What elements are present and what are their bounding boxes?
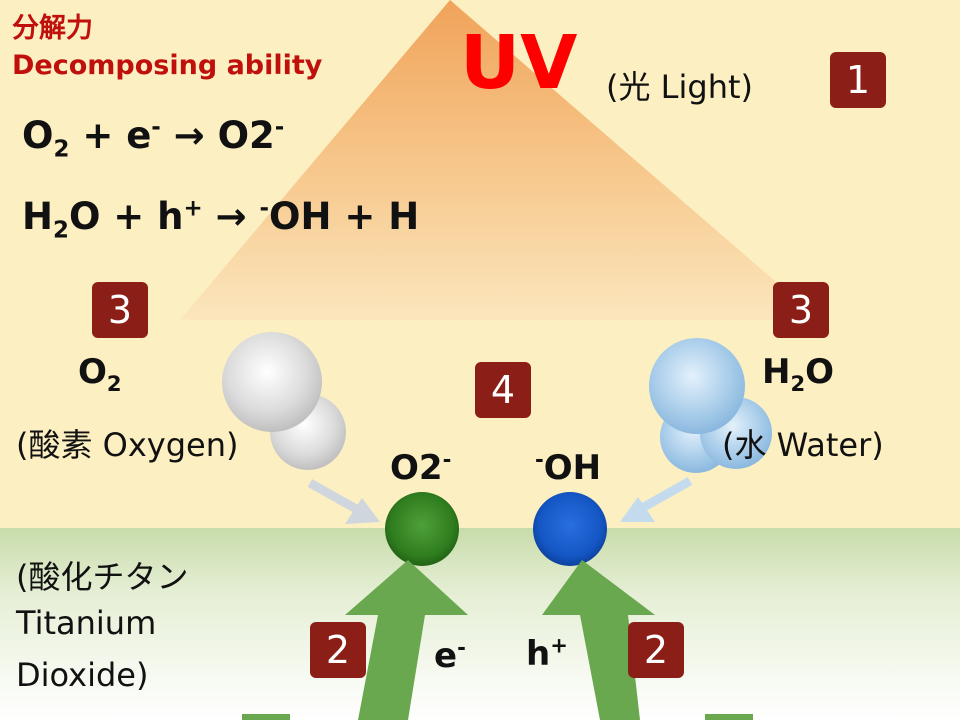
titanium-dioxide-layer [0, 528, 960, 720]
badge-reaction: 4 [475, 362, 531, 418]
substrate-caption-line1: (酸化チタン [16, 558, 189, 596]
uv-label: UV [460, 20, 578, 106]
hole-label: h+ [526, 632, 568, 674]
heading-jp: 分解力 [12, 13, 93, 44]
water-flow-arrow [620, 477, 693, 522]
hydroxyl-particle [533, 492, 607, 566]
equation-oxygen-reduction: O2 + e- → O2- [22, 114, 285, 163]
oxygen-formula: O2 [78, 352, 122, 396]
oxygen-molecule [222, 332, 346, 470]
badge-electron: 2 [310, 622, 366, 678]
uv-caption: (光 Light) [606, 68, 754, 106]
electron-arrow [345, 560, 468, 720]
superoxide-particle [385, 492, 459, 566]
badge-light: 1 [830, 52, 886, 108]
badge-hole: 2 [628, 622, 684, 678]
substrate-caption-line2: Titanium [16, 604, 157, 642]
hydroxyl-label: -OH [535, 446, 602, 488]
electron-label: e- [434, 634, 466, 676]
bottom-edge-mark-left [242, 714, 290, 720]
equation-water-oxidation: H2O + h+ → -OH + H [22, 195, 420, 244]
substrate-caption-line3: Dioxide) [16, 656, 149, 694]
uv-light-cone [180, 0, 820, 320]
water-molecule [649, 338, 772, 473]
badge-oxygen: 3 [92, 282, 148, 338]
superoxide-label: O2- [390, 446, 452, 488]
water-caption: (水 Water) [722, 426, 884, 464]
oxygen-caption: (酸素 Oxygen) [16, 426, 239, 464]
water-formula: H2O [762, 352, 835, 396]
bottom-edge-mark-right [705, 714, 753, 720]
hole-arrow [542, 560, 655, 720]
heading-en: Decomposing ability [12, 50, 323, 81]
oxygen-flow-arrow [307, 479, 380, 524]
badge-water: 3 [773, 282, 829, 338]
